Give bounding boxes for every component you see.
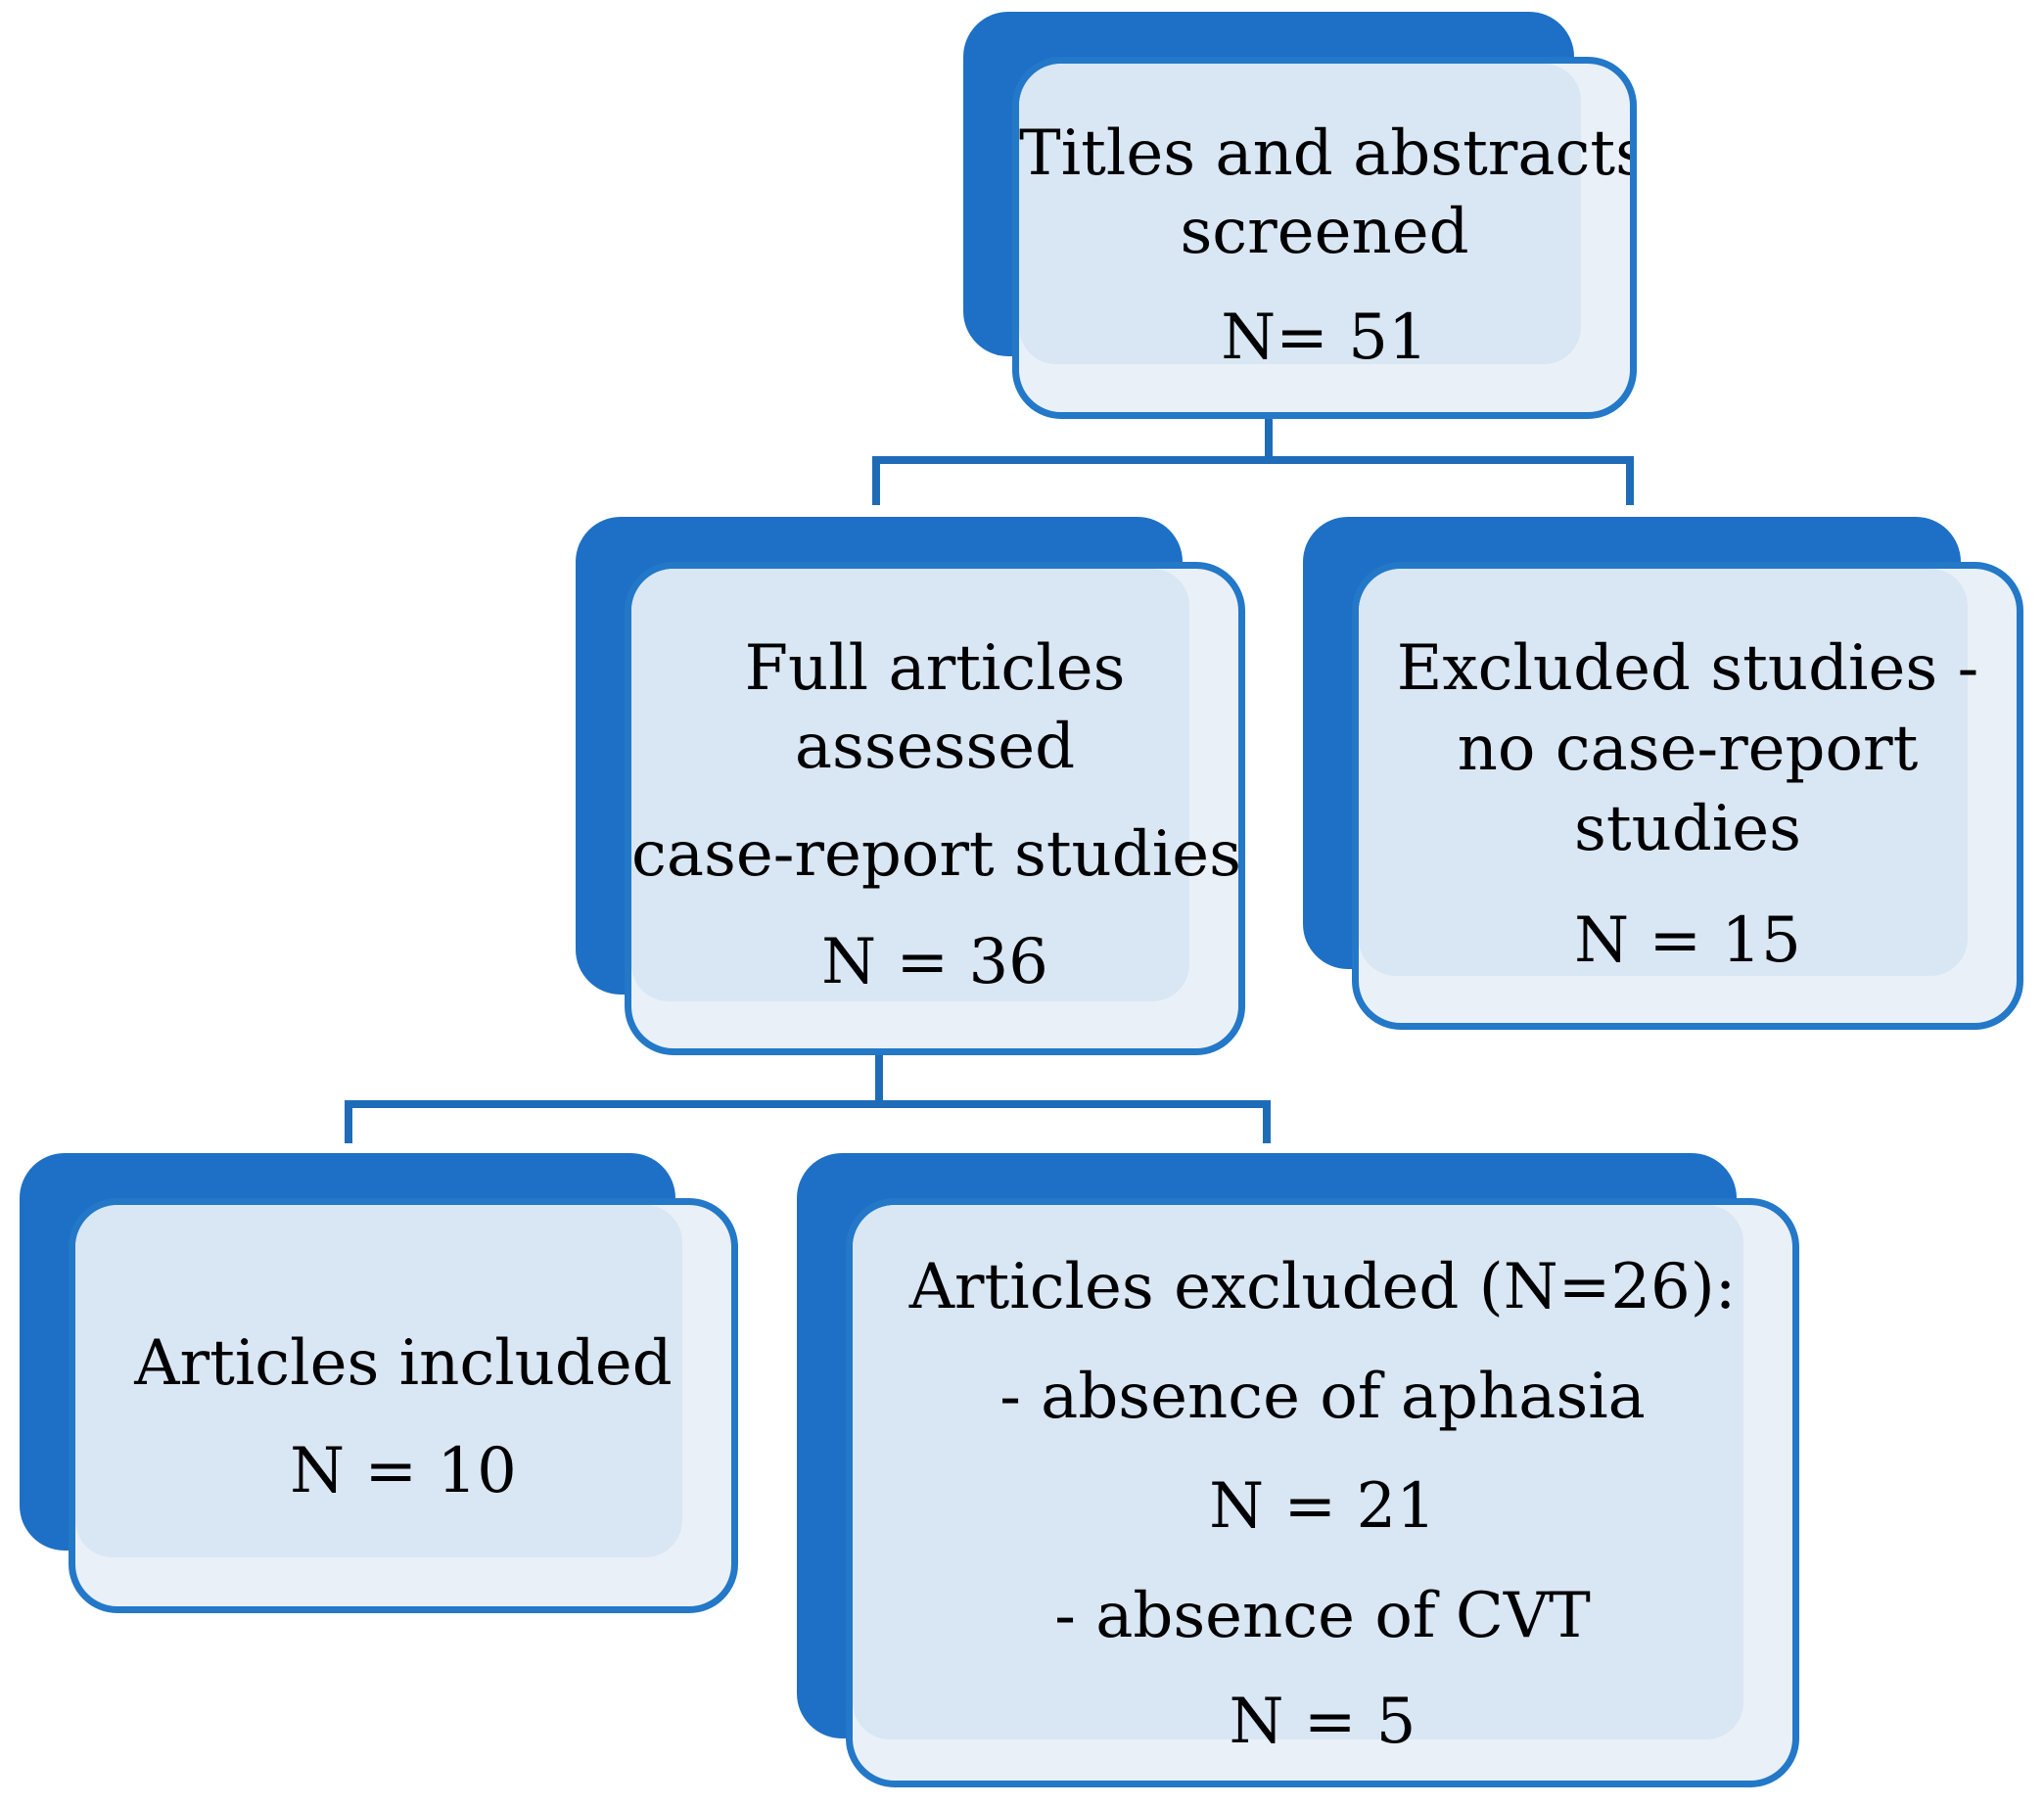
node-overlap-tint: [853, 1205, 1743, 1739]
node-count: N = 15: [1574, 904, 1801, 977]
node-line: - absence of CVT: [1054, 1580, 1591, 1652]
node-line: Articles excluded (N=26):: [908, 1251, 1737, 1323]
node-overlap-tint: [1019, 64, 1581, 364]
node-line: - absence of aphasia: [999, 1361, 1646, 1433]
node-line: studies: [1574, 793, 1801, 865]
node-line: Full articles: [744, 632, 1126, 705]
node-front-box: Articles excluded (N=26): - absence of a…: [846, 1198, 1799, 1787]
node-count: N = 5: [1229, 1686, 1417, 1758]
connector-top-right-drop: [1626, 456, 1634, 505]
node-overlap-tint: [75, 1205, 682, 1557]
node-line: screened: [1180, 196, 1469, 268]
node-line: Articles included: [134, 1327, 673, 1400]
node-count: N = 10: [290, 1435, 517, 1507]
connector-mid-stem: [875, 1006, 883, 1108]
node-count: N= 51: [1221, 301, 1428, 374]
node-overlap-tint: [1359, 569, 1968, 976]
node-line: Titles and abstracts: [1019, 117, 1637, 190]
connector-mid-bar: [345, 1100, 1271, 1108]
node-line: assessed: [794, 711, 1076, 783]
connector-top-left-drop: [872, 456, 880, 505]
node-front-box: Excluded studies - no case-report studie…: [1352, 562, 2023, 1030]
node-line: Excluded studies -: [1396, 632, 1979, 705]
connector-mid-right-drop: [1263, 1100, 1271, 1143]
node-overlap-tint: [631, 569, 1189, 1001]
node-count: N = 21: [1209, 1470, 1436, 1543]
node-front-box: Full articles assessed case-report studi…: [625, 562, 1245, 1055]
node-count: N = 36: [821, 926, 1048, 998]
node-front-box: Titles and abstracts screened N= 51: [1012, 57, 1637, 419]
node-line: no case-report: [1457, 713, 1919, 785]
connector-mid-left-drop: [345, 1100, 352, 1143]
node-front-box: Articles included N = 10: [69, 1198, 738, 1613]
connector-top-bar: [872, 456, 1634, 464]
node-line: case-report studies: [631, 818, 1241, 891]
